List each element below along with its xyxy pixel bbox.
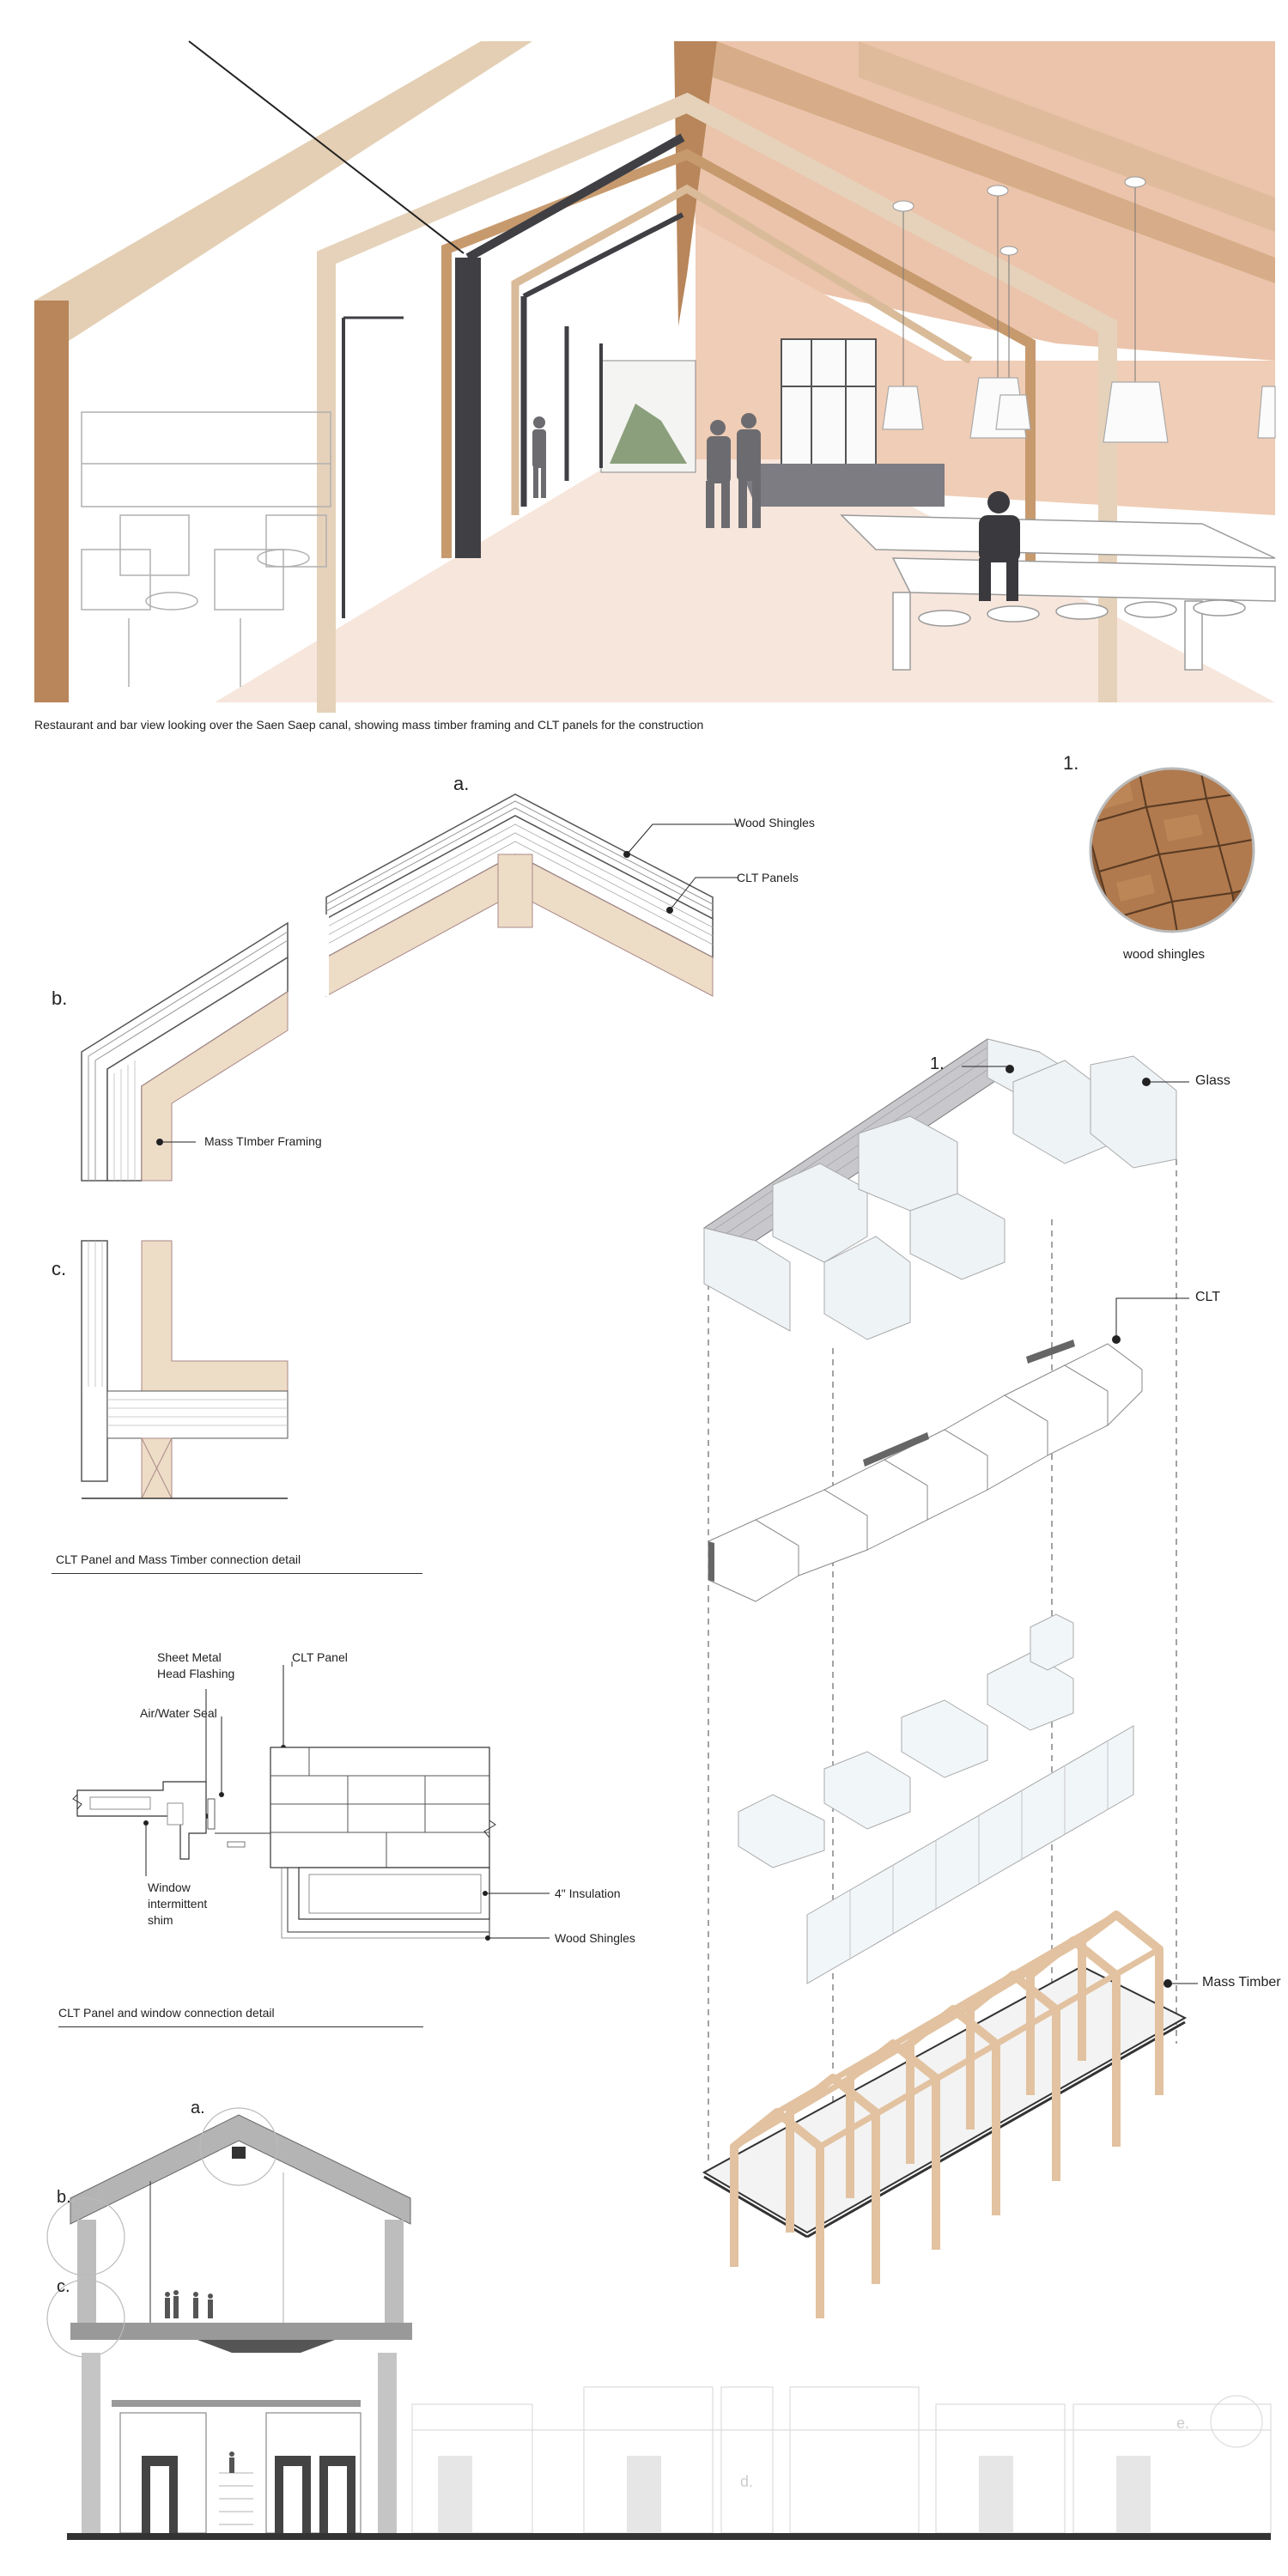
- section-letter-c: c.: [57, 2277, 70, 2296]
- detail-letter-c: c.: [52, 1258, 67, 1279]
- axon-mass-timber-layer: [702, 1911, 1188, 2318]
- swatch-number: 1.: [1063, 752, 1079, 774]
- detail-c-floor: [81, 1240, 289, 1499]
- caption-clt-window: CLT Panel and window connection detail: [58, 2006, 275, 2020]
- label-sheet-metal-2: Head Flashing: [157, 1667, 235, 1680]
- leader-wood-shingles: [623, 823, 738, 858]
- leader-mass-timber-framing: [156, 1139, 196, 1145]
- detail-b-eave: [81, 921, 289, 1182]
- label-mass-timber-framing: Mass TImber Framing: [204, 1134, 322, 1148]
- hero-caption: Restaurant and bar view looking over the…: [34, 718, 704, 732]
- label-wood-shingles: Wood Shingles: [734, 816, 815, 829]
- rule-clt-mass-timber: [52, 1573, 422, 1574]
- section-letter-e: e.: [1176, 2415, 1190, 2432]
- rule-clt-window: [58, 2026, 423, 2027]
- leaders-window-right: [485, 1893, 550, 1939]
- section-letter-b: b.: [57, 2188, 71, 2207]
- window-connection-drawing: [72, 1662, 496, 1941]
- label-window-3: shim: [148, 1913, 173, 1927]
- label-window-wood-shingles: Wood Shingles: [555, 1931, 635, 1945]
- axon-label-clt: CLT: [1195, 1290, 1221, 1304]
- leader-clt-panels: [666, 877, 738, 914]
- axon-label-glass: Glass: [1195, 1073, 1230, 1088]
- detail-letter-b: b.: [52, 987, 68, 1009]
- section-letter-a: a.: [191, 2099, 205, 2117]
- axon-label-mass-timber: Mass Timber: [1202, 1975, 1281, 1990]
- section-letter-d: d.: [740, 2473, 754, 2490]
- caption-clt-mass-timber: CLT Panel and Mass Timber connection det…: [56, 1552, 301, 1566]
- axon-glass-roof-layer: [702, 1038, 1177, 1340]
- detail-a-section: [324, 793, 714, 997]
- label-window-2: intermittent: [148, 1897, 208, 1911]
- axon-clt-layer: [708, 1343, 1143, 1602]
- wood-shingles-swatch: [1089, 767, 1255, 933]
- label-sheet-metal-1: Sheet Metal: [157, 1650, 222, 1664]
- axon-callout-1: 1.: [930, 1054, 945, 1073]
- label-insulation: 4" Insulation: [555, 1886, 621, 1900]
- label-clt-panel: CLT Panel: [292, 1650, 348, 1664]
- axon-glass-wall-layer: [738, 1613, 1134, 1984]
- swatch-label: wood shingles: [1123, 947, 1206, 962]
- label-clt-panels: CLT Panels: [737, 871, 799, 884]
- hero-rendering: [34, 40, 1276, 713]
- label-window-1: Window: [148, 1880, 191, 1894]
- label-air-water-seal: Air/Water Seal: [140, 1706, 217, 1720]
- detail-letter-a: a.: [453, 773, 470, 794]
